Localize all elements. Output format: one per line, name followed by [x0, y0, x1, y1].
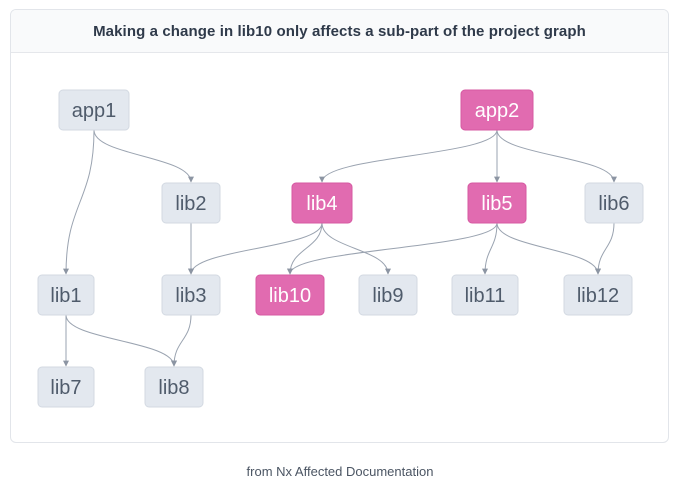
node-lib1: lib1 — [37, 274, 95, 316]
project-graph: app1 app2 lib1 lib2 lib3 lib4 lib5 lib6 lib7 lib8… — [37, 89, 644, 408]
node-lib2-box — [161, 182, 221, 224]
node-lib2: lib2 — [161, 182, 221, 224]
node-lib9: lib9 — [358, 274, 418, 316]
node-lib10-box — [255, 274, 325, 316]
node-lib5-label: lib5 — [481, 193, 512, 215]
node-lib9-box — [358, 274, 418, 316]
node-lib4: lib4 — [291, 182, 353, 224]
node-lib7: lib7 — [37, 366, 95, 408]
edge-lib5-to-lib11 — [482, 222, 498, 275]
node-lib7-label: lib7 — [50, 377, 81, 399]
edge-app2-to-lib6 — [496, 129, 617, 183]
edge-lib5-to-lib10 — [287, 222, 498, 275]
node-lib4-label: lib4 — [306, 193, 337, 215]
node-lib8-box — [144, 366, 204, 408]
edge-lib4-to-lib3 — [188, 222, 323, 275]
edge-lib4-to-lib9 — [321, 222, 391, 275]
node-lib8-label: lib8 — [158, 377, 189, 399]
edge-lib3-to-lib8 — [171, 314, 192, 367]
node-lib9-label: lib9 — [372, 285, 403, 307]
edge-app1-to-lib2 — [93, 129, 194, 183]
edge-lib1-to-lib8 — [65, 314, 177, 367]
node-app1: app1 — [58, 89, 130, 131]
node-lib1-label: lib1 — [50, 285, 81, 307]
edges-layer — [63, 129, 617, 367]
node-lib5-box — [467, 182, 527, 224]
diagram-card: Making a change in lib10 only affects a … — [10, 9, 669, 443]
edge-app2-to-lib4 — [319, 129, 498, 183]
node-app2-box — [460, 89, 534, 131]
node-lib11-box — [451, 274, 519, 316]
node-lib3-box — [161, 274, 221, 316]
node-lib3-label: lib3 — [175, 285, 206, 307]
edge-lib6-to-lib12 — [595, 222, 615, 275]
edge-lib4-to-lib10 — [287, 222, 323, 275]
node-lib12-label: lib12 — [577, 285, 619, 307]
edge-lib5-to-lib12 — [496, 222, 601, 275]
node-lib11: lib11 — [451, 274, 519, 316]
node-lib1-box — [37, 274, 95, 316]
node-lib5: lib5 — [467, 182, 527, 224]
node-app1-label: app1 — [72, 100, 117, 122]
edge-app1-to-lib1 — [63, 129, 95, 275]
node-lib11-label: lib11 — [465, 285, 506, 307]
image-caption: from Nx Affected Documentation — [246, 464, 434, 479]
node-lib8: lib8 — [144, 366, 204, 408]
node-app1-box — [58, 89, 130, 131]
diagram-header: Making a change in lib10 only affects a … — [11, 10, 668, 53]
diagram-title: Making a change in lib10 only affects a … — [93, 22, 586, 40]
node-app2-label: app2 — [475, 100, 520, 122]
node-lib7-box — [37, 366, 95, 408]
node-lib12-box — [563, 274, 633, 316]
node-lib6-box — [584, 182, 644, 224]
node-lib6: lib6 — [584, 182, 644, 224]
node-lib12: lib12 — [563, 274, 633, 316]
node-lib10-label: lib10 — [269, 285, 311, 307]
node-app2: app2 — [460, 89, 534, 131]
node-lib2-label: lib2 — [175, 193, 206, 215]
nodes-layer: app1 app2 lib1 lib2 lib3 lib4 lib5 lib6 lib7 lib8… — [37, 89, 644, 408]
node-lib6-label: lib6 — [598, 193, 629, 215]
node-lib10: lib10 — [255, 274, 325, 316]
node-lib3: lib3 — [161, 274, 221, 316]
node-lib4-box — [291, 182, 353, 224]
